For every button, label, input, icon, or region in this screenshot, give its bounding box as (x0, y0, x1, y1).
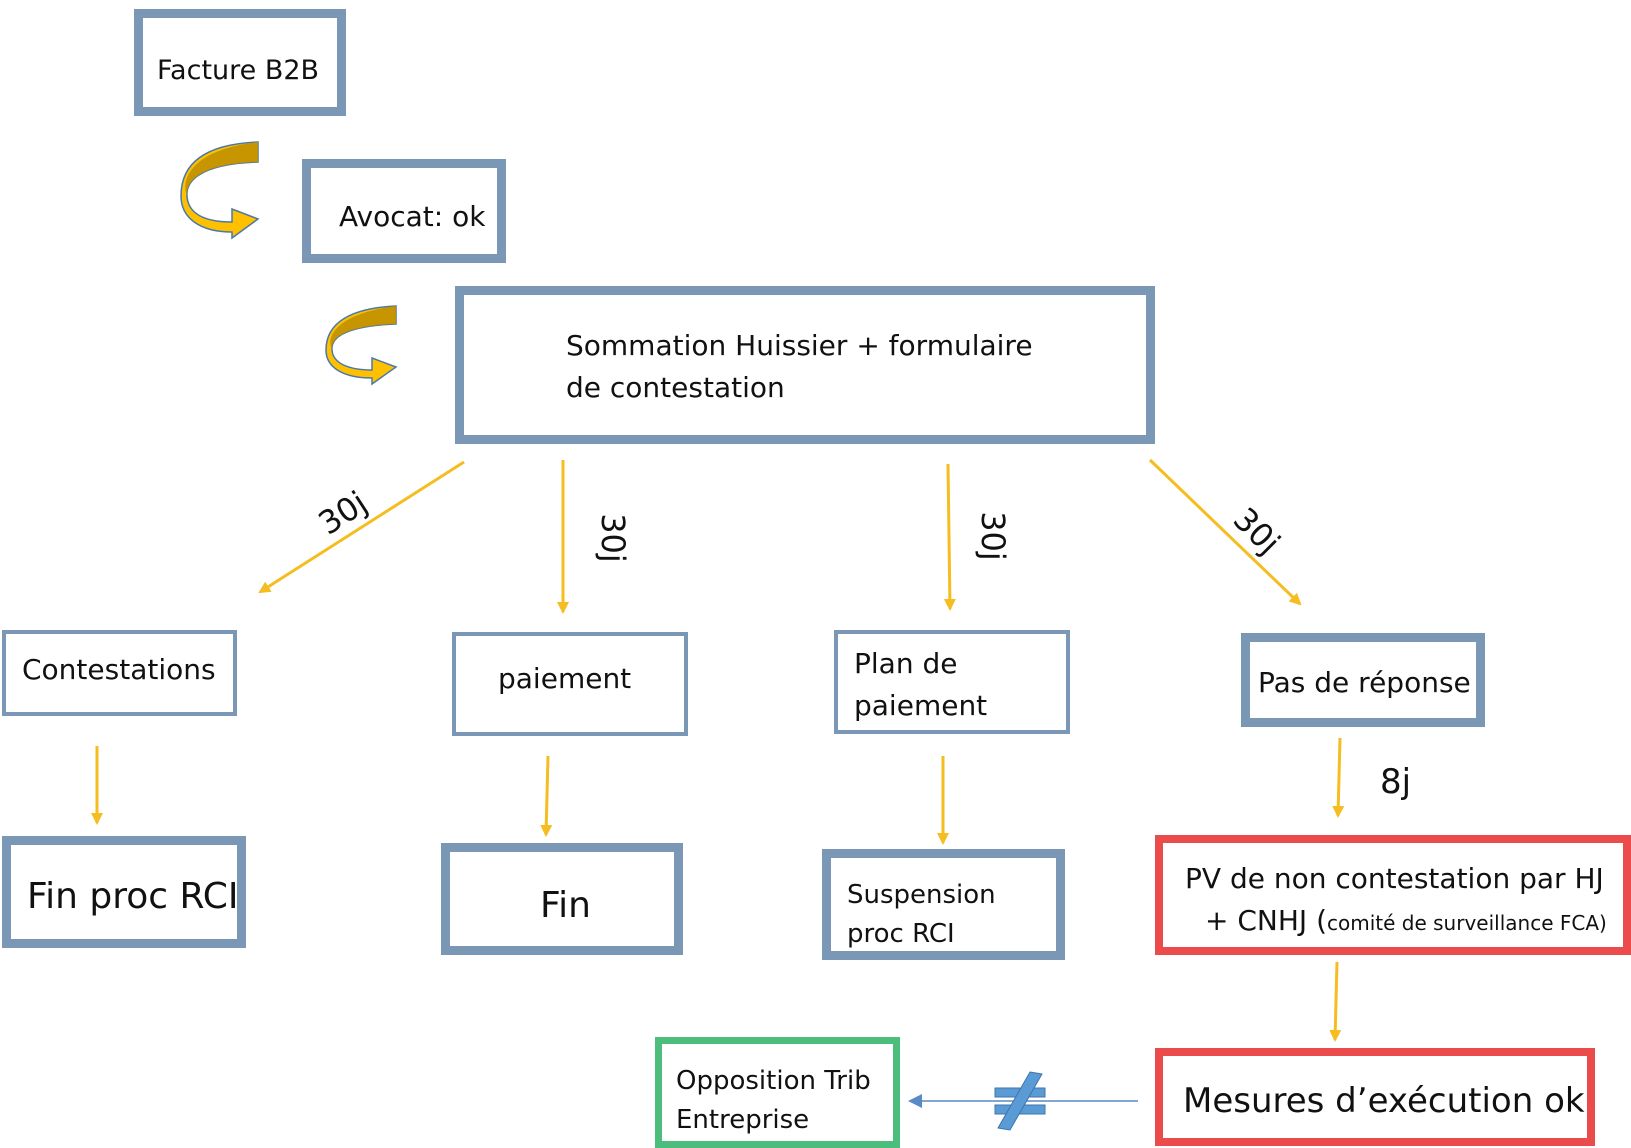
sommation-box: Sommation Huissier + formulaire de conte… (455, 286, 1155, 444)
avocat-box: Avocat: ok (302, 159, 506, 263)
mesures-label: Mesures d’exécution ok (1183, 1081, 1585, 1121)
arrow-to-mesures (1329, 961, 1342, 1042)
fin-label: Fin (540, 885, 591, 926)
plan-de-paiement-box: Plan de paiement (834, 630, 1070, 734)
arrow-to-pas-de-reponse (1148, 458, 1302, 606)
pv-non-contestation-box: PV de non contestation par HJ + CNHJ (co… (1155, 835, 1631, 955)
arrow-to-plan (943, 463, 956, 611)
mesures-execution-box: Mesures d’exécution ok (1155, 1048, 1595, 1146)
not-equal-icon (994, 1071, 1046, 1131)
suspension-label-line1: Suspension (847, 880, 996, 910)
pv-label-line2-main: + CNHJ ( (1205, 904, 1327, 937)
fin-proc-rci-box: Fin proc RCI (2, 836, 246, 948)
fin-box: Fin (441, 843, 683, 955)
arrow-to-pv (1332, 737, 1345, 818)
paiement-box: paiement (452, 632, 688, 736)
contestations-label: Contestations (22, 653, 216, 686)
opposition-trib-box: Opposition Trib Entreprise (655, 1037, 900, 1148)
contestations-box: Contestations (2, 630, 237, 716)
fin-proc-rci-label: Fin proc RCI (27, 876, 239, 917)
delay-label-paiement: 30j (593, 513, 632, 563)
arrow-to-contestations (258, 460, 465, 594)
facture-b2b-box: Facture B2B (134, 9, 346, 116)
pv-label-line2-small: comité de surveillance FCA) (1327, 911, 1607, 935)
sommation-label-line2: de contestation (566, 371, 785, 404)
suspension-label-line2: proc RCI (847, 919, 955, 949)
plan-label-line1: Plan de (854, 647, 958, 680)
opposition-label-line2: Entreprise (676, 1105, 810, 1135)
delay-label-plan: 30j (973, 511, 1012, 561)
paiement-label: paiement (498, 662, 632, 695)
pas-de-reponse-box: Pas de réponse (1241, 633, 1485, 727)
plan-label-line2: paiement (854, 689, 988, 722)
arrow-to-fin (540, 755, 553, 837)
curved-arrow-icon (180, 141, 260, 240)
pas-de-reponse-label: Pas de réponse (1258, 666, 1471, 699)
sommation-label-line1: Sommation Huissier + formulaire (566, 329, 1033, 362)
pv-label-line1: PV de non contestation par HJ (1185, 862, 1604, 895)
pv-label-line2: + CNHJ (comité de surveillance FCA) (1205, 907, 1607, 935)
curved-arrow-icon (325, 305, 398, 386)
avocat-label: Avocat: ok (339, 200, 486, 233)
suspension-box: Suspension proc RCI (822, 849, 1065, 960)
facture-b2b-label: Facture B2B (157, 55, 320, 86)
opposition-label-line1: Opposition Trib (676, 1066, 871, 1096)
delay-label-pv: 8j (1380, 762, 1412, 802)
